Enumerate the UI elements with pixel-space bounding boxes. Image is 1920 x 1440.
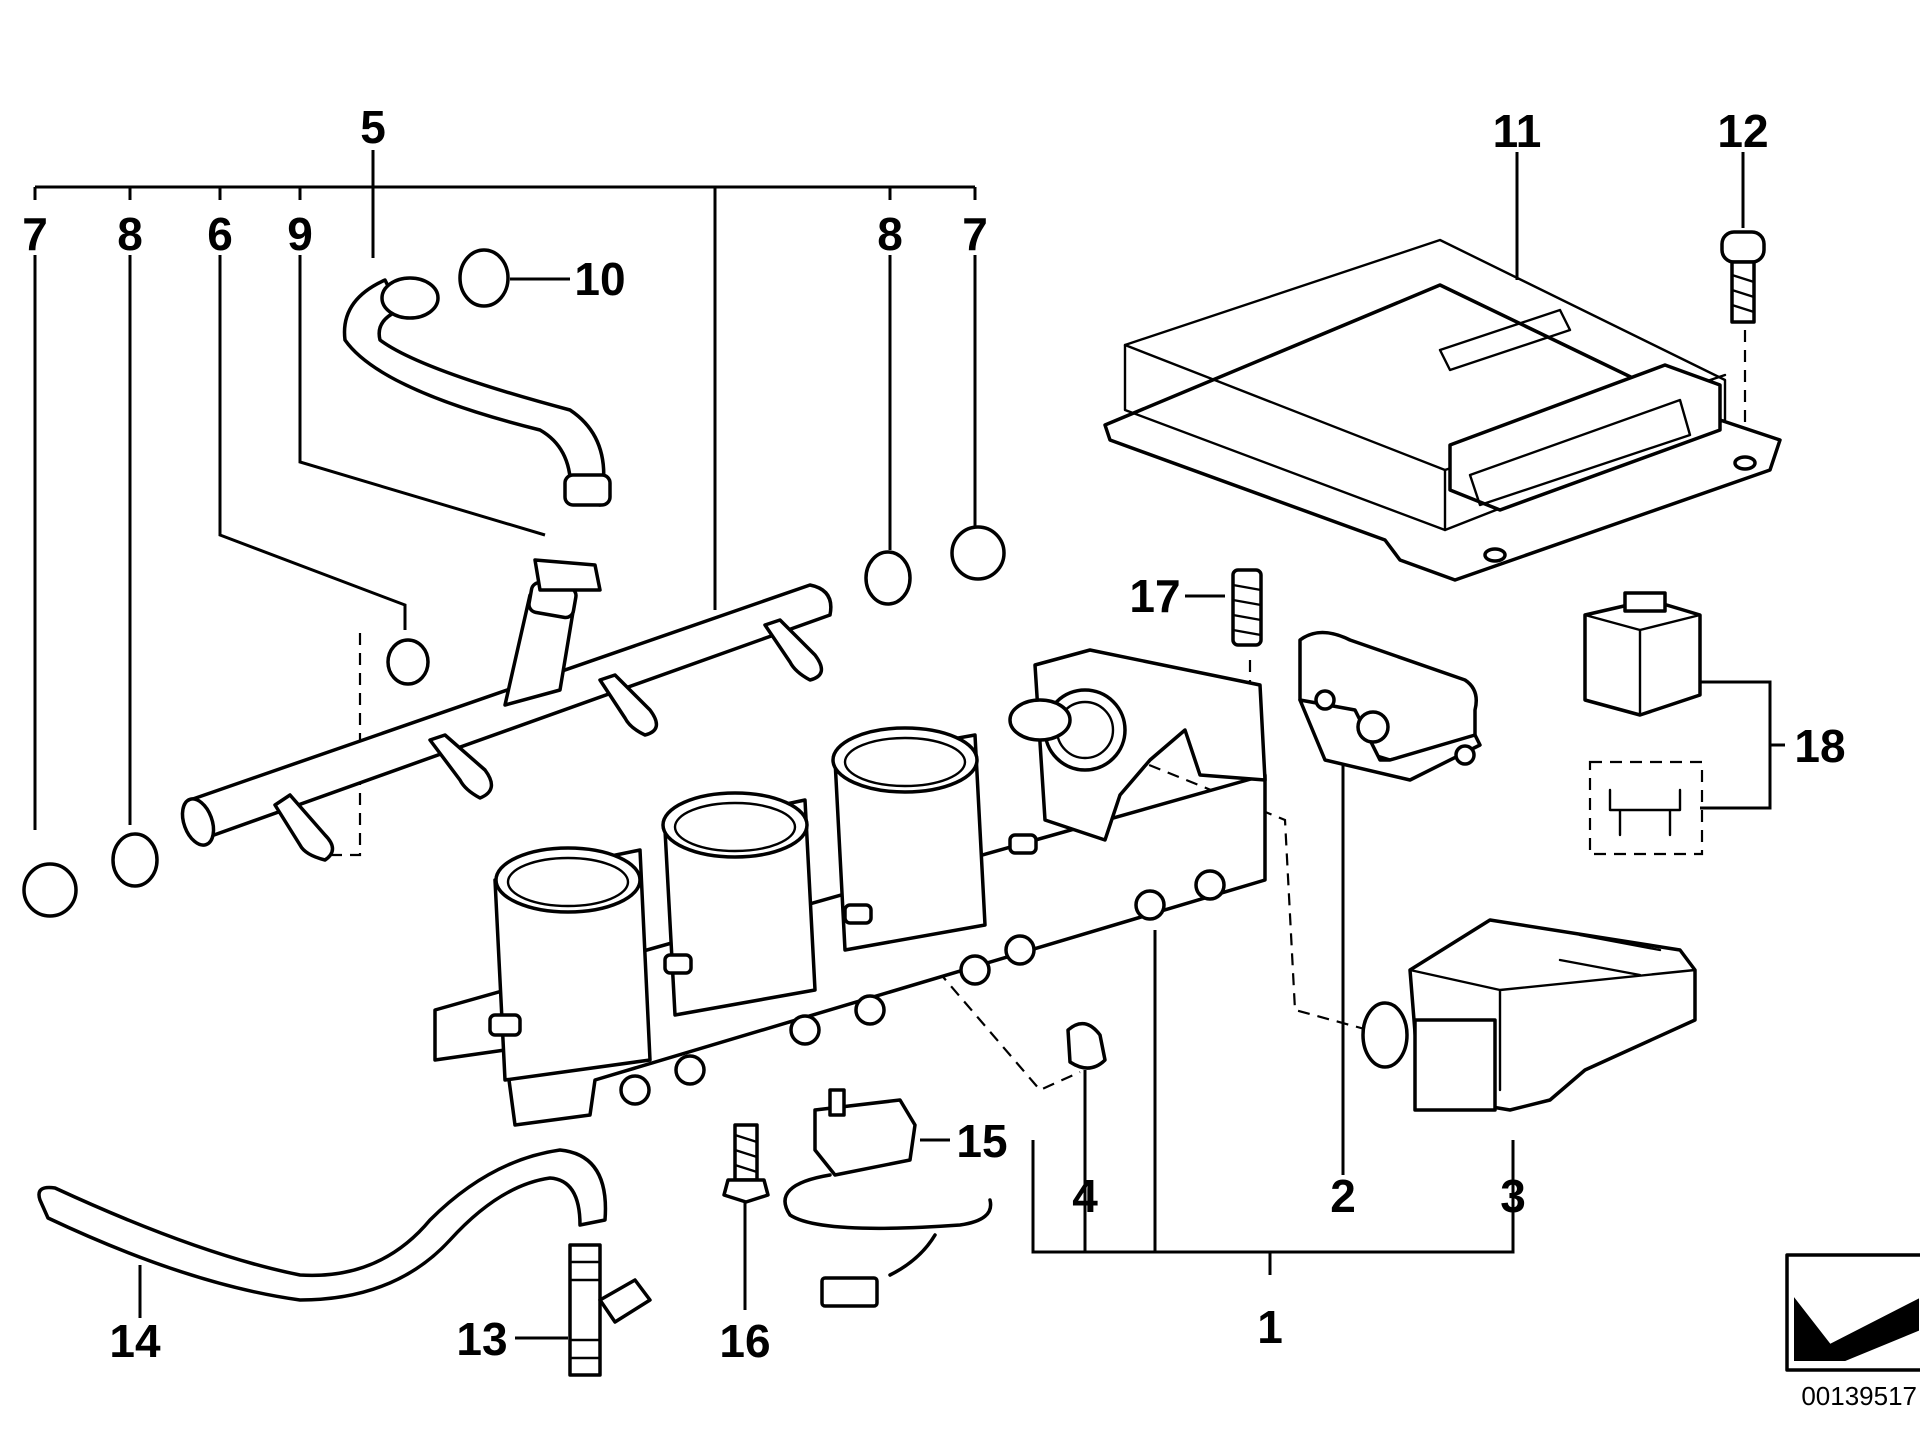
callout-10: 10	[574, 253, 625, 305]
throttle-body	[433, 648, 1267, 1127]
callout-labels: 7 8 6 9 5 10 8 7 11 12 17 18 15 4 2 3 1 …	[22, 101, 1917, 1411]
callout-4: 4	[1072, 1170, 1098, 1222]
callout-9: 9	[287, 208, 313, 260]
clamp-8-right-icon	[864, 550, 912, 606]
callout-7-right: 7	[962, 208, 988, 260]
direction-arrow-icon	[1785, 1253, 1920, 1372]
callout-8-left: 8	[117, 208, 143, 260]
bolt-16	[722, 1123, 770, 1204]
idle-actuator-3	[1361, 918, 1697, 1112]
callout-11: 11	[1493, 105, 1542, 157]
clamp-8-left-icon	[111, 832, 159, 888]
clamp-10-icon	[458, 248, 510, 308]
sensor-15	[783, 1088, 993, 1308]
callout-16: 16	[719, 1315, 770, 1367]
callout-8-right: 8	[877, 208, 903, 260]
clamp-9-icon	[533, 558, 602, 592]
cap-7-left-icon	[22, 862, 78, 918]
callout-2: 2	[1330, 1170, 1356, 1222]
hose-5	[342, 276, 612, 507]
callout-15: 15	[956, 1115, 1007, 1167]
callout-13: 13	[456, 1313, 507, 1365]
callout-5: 5	[360, 101, 386, 153]
sleeve-17	[1231, 568, 1263, 647]
cap-7-right-icon	[950, 525, 1006, 581]
screw-12	[1720, 230, 1766, 324]
hose-14	[37, 1148, 608, 1302]
cap-4	[1066, 1021, 1107, 1070]
callout-12: 12	[1717, 105, 1768, 157]
callout-1: 1	[1257, 1301, 1283, 1353]
clamp-6-icon	[386, 638, 430, 686]
callout-18: 18	[1794, 720, 1845, 772]
callout-6: 6	[207, 208, 233, 260]
callout-17: 17	[1129, 570, 1180, 622]
callout-3: 3	[1500, 1170, 1526, 1222]
tee-13	[568, 1243, 652, 1377]
control-unit	[1103, 238, 1782, 582]
throttle-sensor-2	[1298, 630, 1482, 782]
relay-18	[1583, 591, 1702, 837]
clamps	[22, 248, 1006, 918]
callout-14: 14	[109, 1315, 161, 1367]
leader-lines	[33, 150, 1785, 1340]
callout-7-left: 7	[22, 208, 48, 260]
document-number: 00139517	[1801, 1381, 1917, 1411]
